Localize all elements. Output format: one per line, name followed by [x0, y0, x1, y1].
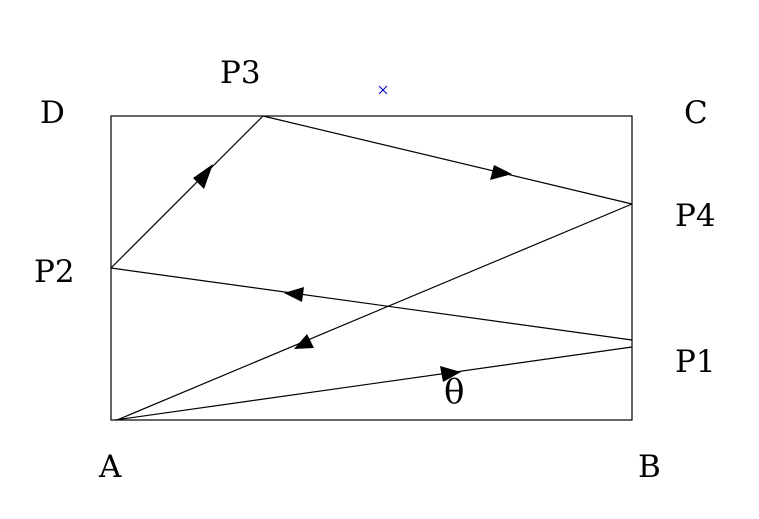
cross-marker — [378, 85, 388, 95]
arrow-a-p1 — [440, 366, 461, 382]
arrow-p4-a — [294, 334, 314, 349]
arrow-p2-p3 — [193, 164, 213, 189]
path-p2-p3 — [110, 115, 264, 269]
path-p3-p4 — [262, 115, 633, 205]
label-b: B — [638, 449, 661, 485]
label-p1: P1 — [675, 344, 716, 380]
label-p2: P2 — [34, 254, 75, 290]
label-c: C — [684, 95, 708, 131]
path-a-p1 — [114, 346, 633, 421]
path-p4-a — [116, 203, 633, 421]
label-d: D — [40, 95, 65, 131]
path-p1-p2 — [110, 267, 633, 341]
arrow-p1-p2 — [284, 287, 304, 302]
label-theta: θ — [444, 372, 464, 412]
label-a: A — [98, 449, 122, 485]
arrow-p3-p4 — [490, 165, 512, 180]
rectangle-abcd — [110, 115, 633, 421]
label-p4: P4 — [675, 198, 716, 234]
label-p3: P3 — [220, 55, 261, 91]
